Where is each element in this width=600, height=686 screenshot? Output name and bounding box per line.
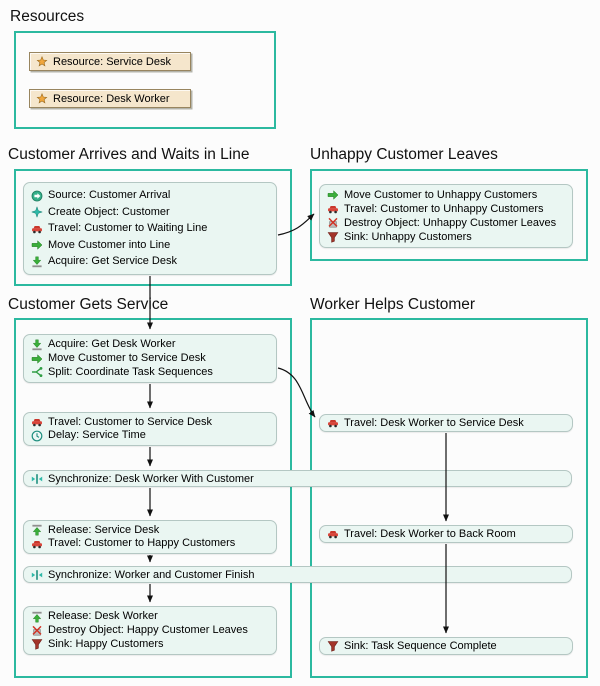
step-label: Sink: Unhappy Customers bbox=[344, 230, 472, 243]
step-row[interactable]: Release: Desk Worker bbox=[24, 611, 276, 623]
resource-icon bbox=[36, 55, 48, 68]
step-row[interactable]: Sink: Unhappy Customers bbox=[320, 231, 572, 243]
acquire-icon bbox=[31, 256, 43, 268]
block-task-sequence-complete[interactable]: Sink: Task Sequence Complete bbox=[319, 637, 573, 655]
step-row[interactable]: Sink: Task Sequence Complete bbox=[320, 640, 572, 652]
block-release-desk[interactable]: Release: Service Desk Travel: Customer t… bbox=[23, 520, 277, 554]
step-row[interactable]: Synchronize: Worker and Customer Finish bbox=[24, 569, 571, 581]
group-title-arrive: Customer Arrives and Waits in Line bbox=[8, 146, 250, 163]
resource-label: Resource: Desk Worker bbox=[53, 92, 170, 105]
sync-bar-worker-with-customer[interactable]: Synchronize: Desk Worker With Customer bbox=[23, 470, 572, 487]
block-happy-leaves[interactable]: Release: Desk Worker Destroy Object: Hap… bbox=[23, 606, 277, 655]
step-label: Source: Customer Arrival bbox=[48, 189, 171, 201]
group-worker[interactable] bbox=[310, 318, 588, 678]
step-label: Travel: Customer to Waiting Line bbox=[48, 222, 208, 234]
step-label: Move Customer to Unhappy Customers bbox=[344, 188, 538, 201]
step-row[interactable]: Move Customer to Service Desk bbox=[24, 353, 276, 365]
travel-icon bbox=[31, 223, 43, 235]
step-row[interactable]: Split: Coordinate Task Sequences bbox=[24, 366, 276, 378]
move-icon bbox=[327, 189, 339, 201]
step-label: Sink: Task Sequence Complete bbox=[344, 639, 497, 652]
step-label: Travel: Customer to Unhappy Customers bbox=[344, 202, 544, 215]
step-label: Synchronize: Worker and Customer Finish bbox=[48, 568, 255, 581]
destroy-object-icon bbox=[327, 217, 339, 229]
sink-icon bbox=[327, 640, 339, 652]
release-icon bbox=[31, 524, 43, 536]
step-label: Travel: Desk Worker to Service Desk bbox=[344, 416, 524, 429]
step-row[interactable]: Create Object: Customer bbox=[24, 206, 276, 218]
delay-icon bbox=[31, 430, 43, 442]
block-customer-arrival[interactable]: Source: Customer Arrival Create Object: … bbox=[23, 182, 277, 275]
step-label: Synchronize: Desk Worker With Customer bbox=[48, 472, 254, 485]
travel-icon bbox=[327, 417, 339, 429]
split-icon bbox=[31, 366, 43, 378]
step-label: Destroy Object: Happy Customer Leaves bbox=[48, 624, 248, 636]
resource-label: Resource: Service Desk bbox=[53, 55, 171, 68]
step-label: Destroy Object: Unhappy Customer Leaves bbox=[344, 216, 557, 229]
resource-icon bbox=[36, 92, 48, 105]
sink-icon bbox=[327, 231, 339, 243]
step-label: Travel: Customer to Happy Customers bbox=[48, 537, 236, 550]
synchronize-icon bbox=[31, 473, 43, 485]
step-row[interactable]: Destroy Object: Happy Customer Leaves bbox=[24, 625, 276, 637]
step-row[interactable]: Move Customer to Unhappy Customers bbox=[320, 189, 572, 201]
travel-icon bbox=[327, 203, 339, 215]
block-unhappy-leaves[interactable]: Move Customer to Unhappy Customers Trave… bbox=[319, 184, 573, 248]
destroy-object-icon bbox=[31, 625, 43, 637]
group-resources[interactable] bbox=[14, 31, 276, 129]
group-title-worker: Worker Helps Customer bbox=[310, 296, 476, 313]
step-label: Move Customer into Line bbox=[48, 238, 171, 251]
step-row[interactable]: Travel: Customer to Service Desk bbox=[24, 416, 276, 428]
step-row[interactable]: Travel: Desk Worker to Service Desk bbox=[320, 417, 572, 429]
travel-icon bbox=[31, 538, 43, 550]
travel-icon bbox=[327, 528, 339, 540]
step-row[interactable]: Acquire: Get Desk Worker bbox=[24, 339, 276, 351]
block-acquire-worker[interactable]: Acquire: Get Desk Worker Move Customer t… bbox=[23, 334, 277, 383]
release-icon bbox=[31, 611, 43, 623]
group-title-unhappy: Unhappy Customer Leaves bbox=[310, 146, 498, 163]
block-worker-to-desk[interactable]: Travel: Desk Worker to Service Desk bbox=[319, 414, 573, 432]
step-row[interactable]: Travel: Customer to Happy Customers bbox=[24, 538, 276, 550]
step-row[interactable]: Source: Customer Arrival bbox=[24, 190, 276, 202]
step-row[interactable]: Travel: Customer to Unhappy Customers bbox=[320, 203, 572, 215]
step-label: Delay: Service Time bbox=[48, 429, 146, 442]
travel-icon bbox=[31, 416, 43, 428]
step-row[interactable]: Travel: Desk Worker to Back Room bbox=[320, 528, 572, 540]
step-label: Acquire: Get Service Desk bbox=[48, 255, 177, 267]
sink-icon bbox=[31, 638, 43, 650]
step-label: Create Object: Customer bbox=[48, 205, 170, 218]
resource-desk-worker[interactable]: Resource: Desk Worker bbox=[29, 89, 191, 108]
step-row[interactable]: Delay: Service Time bbox=[24, 430, 276, 442]
synchronize-icon bbox=[31, 569, 43, 581]
resource-service-desk[interactable]: Resource: Service Desk bbox=[29, 52, 191, 71]
acquire-icon bbox=[31, 339, 43, 351]
step-label: Travel: Desk Worker to Back Room bbox=[344, 527, 516, 540]
step-label: Sink: Happy Customers bbox=[48, 637, 164, 650]
move-icon bbox=[31, 353, 43, 365]
block-travel-to-desk[interactable]: Travel: Customer to Service Desk Delay: … bbox=[23, 412, 277, 446]
step-row[interactable]: Destroy Object: Unhappy Customer Leaves bbox=[320, 217, 572, 229]
step-label: Release: Service Desk bbox=[48, 523, 160, 536]
sync-bar-worker-customer-finish[interactable]: Synchronize: Worker and Customer Finish bbox=[23, 566, 572, 583]
step-row[interactable]: Acquire: Get Service Desk bbox=[24, 256, 276, 268]
move-icon bbox=[31, 239, 43, 251]
step-label: Split: Coordinate Task Sequences bbox=[48, 365, 213, 378]
step-label: Release: Desk Worker bbox=[48, 610, 158, 623]
step-row[interactable]: Synchronize: Desk Worker With Customer bbox=[24, 473, 571, 485]
step-label: Acquire: Get Desk Worker bbox=[48, 338, 176, 351]
step-row[interactable]: Travel: Customer to Waiting Line bbox=[24, 223, 276, 235]
block-worker-to-back-room[interactable]: Travel: Desk Worker to Back Room bbox=[319, 525, 573, 543]
step-label: Travel: Customer to Service Desk bbox=[48, 415, 213, 428]
step-row[interactable]: Release: Service Desk bbox=[24, 524, 276, 536]
source-icon bbox=[31, 190, 43, 202]
step-row[interactable]: Sink: Happy Customers bbox=[24, 638, 276, 650]
create-object-icon bbox=[31, 206, 43, 218]
group-title-resources: Resources bbox=[10, 8, 85, 25]
group-title-service: Customer Gets Service bbox=[8, 296, 169, 313]
step-label: Move Customer to Service Desk bbox=[48, 352, 206, 364]
group-service[interactable] bbox=[14, 318, 292, 678]
step-row[interactable]: Move Customer into Line bbox=[24, 239, 276, 251]
